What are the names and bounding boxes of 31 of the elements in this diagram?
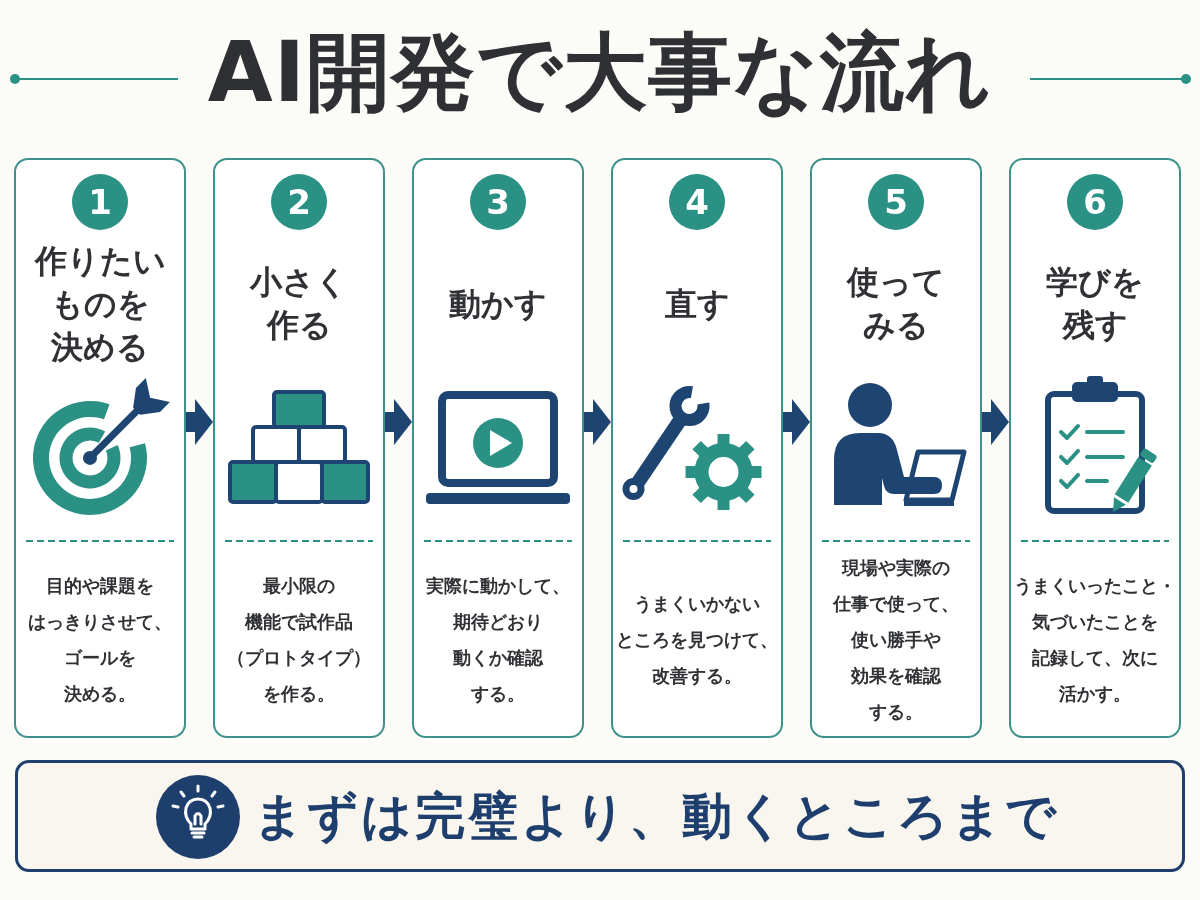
tip-banner xyxy=(15,760,1185,872)
tip-text: まずは完璧より、動くところまで xyxy=(253,786,1059,846)
arrow xyxy=(186,399,213,445)
arrow xyxy=(385,399,412,445)
number-circle: 6 xyxy=(1067,174,1123,230)
step-heading: 直す xyxy=(664,283,730,325)
step-description: うまくいかないところを見つけて、改善する。 xyxy=(616,592,778,688)
step-card xyxy=(14,158,186,738)
step-description: うまくいったこと・気づいたことを記録して、次に活かす。 xyxy=(1014,574,1176,706)
number-circle: 5 xyxy=(868,174,924,230)
step-description: 最小限の機能で試作品（プロトタイプ）を作る。 xyxy=(227,574,371,706)
step-card xyxy=(611,158,783,738)
arrow xyxy=(584,399,611,445)
arrow xyxy=(982,399,1009,445)
title: AI開発で大事な流れ xyxy=(207,26,993,119)
step-card xyxy=(1009,158,1181,738)
step-description: 現場や実際の仕事で使って、使い勝手や効果を確認する。 xyxy=(833,556,959,724)
step-heading: 作りたいものを決める xyxy=(34,240,166,368)
arrow xyxy=(783,399,810,445)
step-heading: 動かす xyxy=(449,283,547,325)
number-circle: 3 xyxy=(470,174,526,230)
step-heading: 使ってみる xyxy=(847,262,945,346)
number-circle: 2 xyxy=(271,174,327,230)
number-circle: 1 xyxy=(72,174,128,230)
step-card xyxy=(412,158,584,738)
step-card xyxy=(810,158,982,738)
step-description: 目的や課題をはっきりさせて、ゴールを決める。 xyxy=(28,574,172,706)
number-circle: 4 xyxy=(669,174,725,230)
step-heading: 小さく作る xyxy=(250,262,348,346)
step-description: 実際に動かして、期待どおり動くか確認する。 xyxy=(426,574,570,706)
step-heading: 学びを残す xyxy=(1046,262,1144,346)
